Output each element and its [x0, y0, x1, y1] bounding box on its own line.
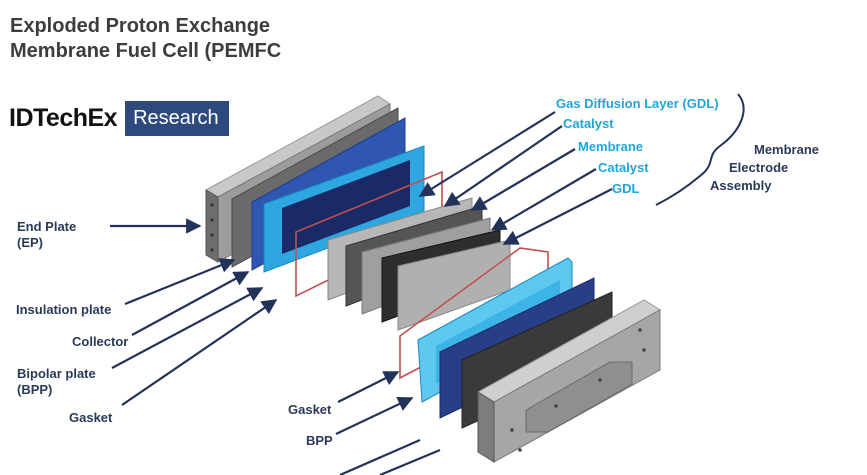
label-membrane: Membrane	[578, 139, 644, 154]
label-bipolar-plate: Bipolar plate (BPP)	[17, 366, 96, 397]
logo-brand: IDTechEx	[9, 104, 118, 132]
idtechex-logo: IDTechEx Research	[9, 101, 229, 136]
label-collector: Collector	[72, 334, 129, 349]
page-title: Exploded Proton Exchange Membrane Fuel C…	[10, 14, 281, 64]
end-plate-bottom	[477, 299, 661, 463]
label-gasket-bottom: Gasket	[288, 402, 332, 417]
label-gas-diffusion-layer: Gas Diffusion Layer (GDL)	[556, 96, 719, 111]
label-arrows	[110, 111, 613, 475]
label-gdl: GDL	[612, 181, 640, 196]
label-bpp-bottom: BPP	[306, 433, 333, 448]
label-end-plate: End Plate (EP)	[17, 219, 77, 250]
title-line-2: Membrane Fuel Cell (PEMFC	[10, 40, 282, 62]
mea-bracket	[655, 93, 745, 206]
title-line-1: Exploded Proton Exchange	[10, 15, 271, 37]
label-catalyst-1: Catalyst	[563, 116, 614, 131]
label-mea-line-2: Electrode	[729, 160, 789, 175]
logo-research-tag: Research	[125, 101, 229, 136]
label-mea-line-1: Membrane	[754, 142, 820, 157]
label-insulation-plate: Insulation plate	[16, 302, 112, 317]
label-mea-line-3: Assembly	[710, 178, 772, 193]
label-gasket-left: Gasket	[69, 410, 113, 425]
label-catalyst-2: Catalyst	[598, 160, 649, 175]
